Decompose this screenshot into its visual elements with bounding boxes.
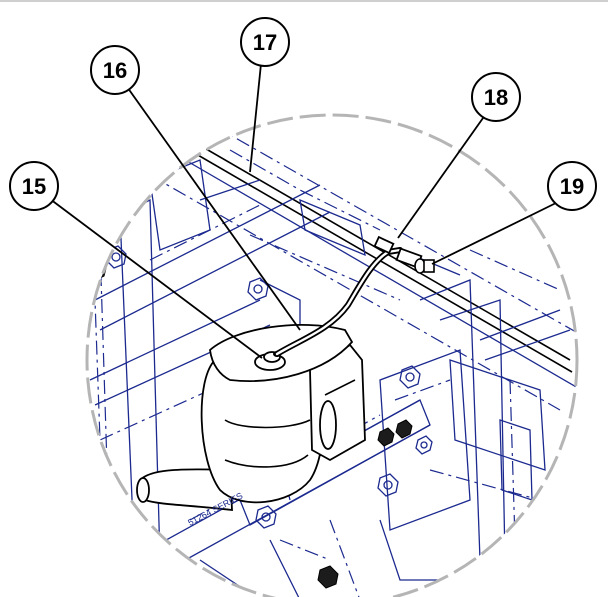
bolt-hex-icon <box>255 505 277 529</box>
callout-17: 17 <box>240 17 290 67</box>
tee-fitting <box>373 235 395 255</box>
valve-fitting <box>395 247 435 274</box>
callout-label: 19 <box>560 174 584 199</box>
bolt-hex-icon <box>247 277 269 301</box>
air-line-hose <box>274 235 435 357</box>
actuator-assembly <box>136 323 366 512</box>
leader-line-15 <box>45 195 263 359</box>
callout-label: 15 <box>22 174 46 199</box>
bolt-hex-icon <box>415 435 433 455</box>
leader-line-17 <box>249 53 263 173</box>
leader-line-19 <box>431 201 559 265</box>
callout-label: 18 <box>484 85 508 110</box>
leader-line-18 <box>397 110 489 239</box>
bolt-hex-icon <box>377 473 399 497</box>
leader-line-16 <box>124 83 301 331</box>
callout-label: 16 <box>103 58 127 83</box>
callout-18: 18 <box>471 72 521 122</box>
bolt-hex-icon <box>105 203 127 227</box>
callout-15: 15 <box>9 161 59 211</box>
detail-circle <box>85 113 579 597</box>
callout-19: 19 <box>547 161 597 211</box>
bolt-hex-icon <box>399 365 421 389</box>
callout-16: 16 <box>90 45 140 95</box>
callout-label: 17 <box>253 30 277 55</box>
leader-lines <box>45 53 559 359</box>
